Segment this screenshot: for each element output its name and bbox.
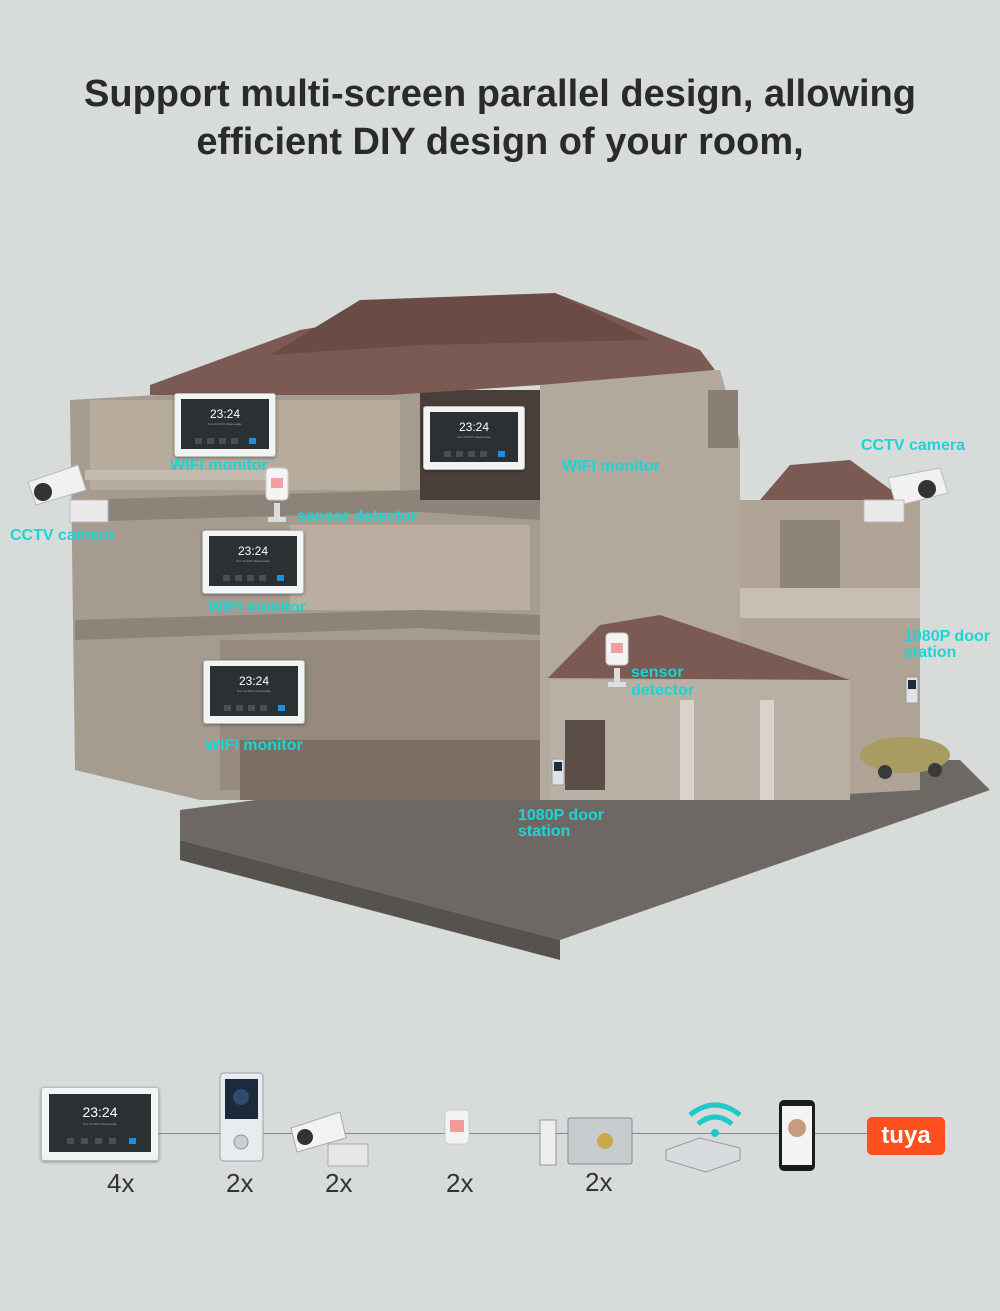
guide-line xyxy=(120,1133,920,1134)
label-wifi-monitor-2: WIFI monitor xyxy=(562,458,660,475)
label-wifi-monitor-1: WIFI monitor xyxy=(170,457,268,474)
monitor-date: Nov 24 2021 Wednesday xyxy=(83,1122,117,1126)
product-wifi-monitor: 23:24 Nov 24 2021 Wednesday xyxy=(41,1087,159,1161)
qty-electric-lock: 2x xyxy=(585,1167,613,1197)
monitor-time: 23:24 xyxy=(82,1104,118,1120)
room-mid xyxy=(290,525,530,610)
porch-body xyxy=(550,680,850,800)
roof-right xyxy=(760,460,905,500)
label-door-station-right-l1: 1080P door xyxy=(904,628,990,645)
label-cctv-right: CCTV camera xyxy=(861,437,966,454)
label-sensor-porch-l2: detector xyxy=(631,682,695,699)
sensor-upper xyxy=(265,467,289,522)
headline-line-1: Support multi-screen parallel design, al… xyxy=(84,73,916,115)
door-station-icon xyxy=(219,1072,264,1162)
door-station-tower xyxy=(905,676,919,704)
room-lower-floor xyxy=(240,740,540,800)
qty-door-station: 2x xyxy=(226,1168,254,1198)
monitor-time: 23:24 xyxy=(237,544,269,558)
headline-line-2: efficient DIY design of your room, xyxy=(196,121,804,163)
door-station-porch xyxy=(551,758,565,786)
wifi-router-icon xyxy=(665,1102,742,1173)
monitor-time: 23:24 xyxy=(209,407,241,421)
qty-cctv-camera: 2x xyxy=(325,1168,353,1198)
sensor-porch xyxy=(605,632,629,687)
label-door-station-porch-l1: 1080P door xyxy=(518,807,604,824)
electric-lock-icon xyxy=(539,1117,633,1166)
monitor-time: 23:24 xyxy=(238,674,270,688)
porch-door xyxy=(565,720,605,790)
monitor-time: 23:24 xyxy=(458,420,490,434)
car xyxy=(860,737,950,773)
tuya-logo: tuya xyxy=(867,1117,945,1155)
qty-wifi-monitor: 4x xyxy=(107,1168,135,1198)
label-wifi-monitor-3: WIFI monitor xyxy=(208,599,306,616)
car-wheel-rear xyxy=(928,763,942,777)
right-wing-window xyxy=(708,390,738,448)
wifi-monitor-2: 23:24 Nov 24 2021 Wednesday xyxy=(423,406,525,470)
ground-front xyxy=(180,840,560,960)
cctv-camera-right xyxy=(863,467,949,523)
monitor-date: Nov 24 2021 Wednesday xyxy=(237,689,271,693)
cctv-camera-left xyxy=(27,464,109,523)
headline: Support multi-screen parallel design, al… xyxy=(0,70,1000,166)
tower-arch xyxy=(780,520,840,590)
label-sensor-detector-upper: sensor detector xyxy=(297,508,418,525)
balcony-rail xyxy=(85,470,285,480)
monitor-date: Nov 24 2021 Wednesday xyxy=(236,559,270,563)
wifi-monitor-1: 23:24 Nov 24 2021 Wednesday xyxy=(174,393,276,457)
wifi-monitor-3: 23:24 Nov 24 2021 Wednesday xyxy=(202,530,304,594)
cctv-camera-icon xyxy=(290,1111,369,1167)
porch-column-2 xyxy=(760,700,774,800)
monitor-date: Nov 24 2021 Wednesday xyxy=(208,422,242,426)
monitor-date: Nov 24 2021 Wednesday xyxy=(457,435,491,439)
label-cctv-left: CCTV camera xyxy=(10,527,115,544)
smartphone-icon xyxy=(779,1100,815,1171)
wifi-monitor-4: 23:24 Nov 24 2021 Wednesday xyxy=(203,660,305,724)
porch-column-1 xyxy=(680,700,694,800)
qty-sensor-detector: 2x xyxy=(446,1168,474,1198)
tower-balcony xyxy=(740,588,920,618)
label-door-station-right-l2: station xyxy=(904,644,957,661)
car-wheel-front xyxy=(878,765,892,779)
roof-main-top xyxy=(270,293,650,355)
sensor-detector-icon xyxy=(444,1109,470,1145)
label-door-station-porch-l2: station xyxy=(518,823,571,840)
floor-band-mid xyxy=(75,610,540,640)
label-sensor-porch-l1: sensor xyxy=(631,664,684,681)
ground-slab xyxy=(180,760,990,940)
label-wifi-monitor-4: WIFI monitor xyxy=(205,737,303,754)
